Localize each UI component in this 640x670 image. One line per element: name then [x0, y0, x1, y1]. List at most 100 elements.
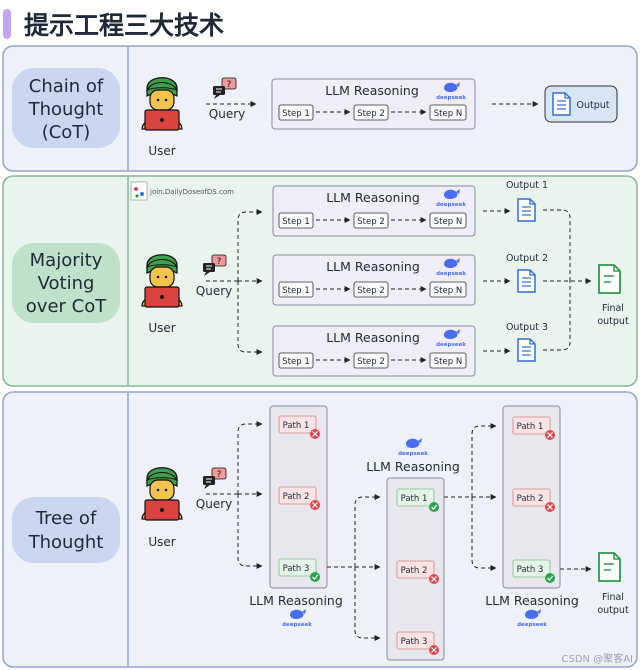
majority-2-step-n-label: Step N [434, 286, 462, 296]
section-majority: Majority Voting over CoT join.DailyDoseo… [2, 175, 638, 387]
tot-c2-path-2-label: Path 2 [401, 566, 428, 576]
majority-output-3-label: Output 3 [506, 322, 548, 333]
cot-llm-box [271, 78, 476, 130]
tot-c2-path-1 [396, 488, 435, 507]
cot-query-label: Query [209, 107, 245, 121]
majority-2-step-1 [278, 281, 314, 298]
check-icon [310, 572, 320, 582]
tot-c1-path-1-label: Path 1 [283, 421, 310, 431]
watermark-logo-icon [130, 181, 148, 201]
majority-1-step-1-label: Step 1 [282, 217, 309, 227]
majority-1-step-2-label: Step 2 [357, 217, 384, 227]
tot-c3-path-1-label: Path 1 [517, 422, 544, 432]
document-icon [517, 338, 536, 362]
tot-label-line-2: Thought [28, 532, 104, 553]
tot-query-label: Query [196, 497, 232, 511]
check-icon [545, 573, 555, 583]
tot-c2-path-3 [396, 631, 435, 650]
tot-c1-path-3 [278, 558, 317, 577]
majority-label-line-3: over CoT [26, 296, 107, 317]
tot-user-label: User [148, 535, 175, 549]
document-icon [517, 198, 536, 222]
tot-c3-path-3-label: Path 3 [517, 565, 544, 575]
majority-3-step-n [429, 352, 467, 369]
majority-query-label: Query [196, 284, 232, 298]
majority-llm-box-3: LLM Reasoning deepseek Step 1 Step 2 Ste… [272, 325, 476, 377]
tot-c1-path-1 [278, 415, 317, 434]
majority-3-step-n-label: Step N [434, 357, 462, 367]
majority-final-line-1: Final [602, 303, 624, 314]
majority-brand-3: deepseek [436, 342, 466, 348]
majority-llm-label-2: LLM Reasoning [326, 259, 420, 274]
tot-final-line-2: output [597, 605, 629, 616]
tot-label-pill [12, 497, 120, 563]
tot-llm-label-1: LLM Reasoning [249, 593, 343, 608]
tot-llm-label-2: LLM Reasoning [366, 459, 460, 474]
majority-3-step-1-label: Step 1 [282, 357, 309, 367]
tot-c3-path-1 [512, 416, 551, 435]
majority-brand-1: deepseek [436, 202, 466, 208]
majority-final-line-2: output [597, 316, 629, 327]
tot-c1-path-3-label: Path 3 [283, 564, 310, 574]
cot-step-n [429, 104, 467, 121]
majority-label-line-2: Voting [38, 273, 95, 294]
footer-credit: CSDN @聚客AI [562, 652, 633, 665]
tot-brand-2: deepseek [398, 451, 428, 457]
cot-llm-label: LLM Reasoning [325, 83, 419, 98]
majority-llm-box-1: LLM Reasoning deepseek Step 1 Step 2 Ste… [272, 185, 476, 237]
cot-label-line-2: Thought [28, 99, 104, 120]
tot-brand-3: deepseek [517, 622, 547, 628]
majority-1-step-1 [278, 212, 314, 229]
majority-llm-label-1: LLM Reasoning [326, 190, 420, 205]
cot-label-pill [12, 68, 120, 148]
majority-llm-box-2: LLM Reasoning deepseek Step 1 Step 2 Ste… [272, 254, 476, 306]
majority-1-step-n [429, 212, 467, 229]
cot-step-1-label: Step 1 [282, 109, 309, 119]
cot-label-line-1: Chain of [29, 76, 104, 97]
document-icon [552, 92, 571, 116]
tot-c2-path-2 [396, 560, 435, 579]
cot-step-2-label: Step 2 [357, 109, 384, 119]
tot-c1-path-2 [278, 486, 317, 505]
majority-3-step-2-label: Step 2 [357, 357, 384, 367]
final-output-icon [598, 552, 621, 582]
tot-c1-path-2-label: Path 2 [283, 492, 310, 502]
tot-c3-path-2 [512, 488, 551, 507]
title-accent-bar [3, 9, 11, 39]
tot-label-line-1: Tree of [35, 508, 97, 529]
majority-2-step-2 [353, 281, 389, 298]
cot-label-line-3: (CoT) [42, 122, 91, 143]
section-cot: Chain of Thought (CoT) User Query LLM Re… [2, 45, 638, 172]
majority-watermark: join.DailyDoseofDS.com [149, 188, 234, 196]
cot-output-label: Output [577, 100, 610, 111]
majority-3-step-2 [353, 352, 389, 369]
majority-user-label: User [148, 321, 175, 335]
majority-2-step-n [429, 281, 467, 298]
cot-user-label: User [148, 144, 175, 158]
cot-brand: deepseek [436, 95, 466, 101]
tot-c2-path-1-label: Path 1 [401, 494, 428, 504]
majority-3-step-1 [278, 352, 314, 369]
majority-label-pill [12, 243, 120, 323]
majority-1-step-2 [353, 212, 389, 229]
cot-step-1 [278, 104, 314, 121]
majority-brand-2: deepseek [436, 271, 466, 277]
tot-c2-path-3-label: Path 3 [401, 637, 428, 647]
majority-output-1-label: Output 1 [506, 180, 548, 191]
majority-1-step-n-label: Step N [434, 217, 462, 227]
cot-step-n-label: Step N [434, 109, 462, 119]
tot-c3-path-3 [512, 559, 551, 578]
cot-step-2 [353, 104, 389, 121]
final-output-icon [598, 264, 621, 294]
page-title: 提示工程三大技术 [24, 11, 224, 40]
section-tot: Tree of Thought User Query Path 1 Path 2… [2, 391, 638, 668]
tot-c3-path-2-label: Path 2 [517, 494, 544, 504]
tot-brand-1: deepseek [282, 622, 312, 628]
check-icon [429, 502, 439, 512]
tot-llm-label-3: LLM Reasoning [485, 593, 579, 608]
majority-2-step-1-label: Step 1 [282, 286, 309, 296]
tot-final-line-1: Final [602, 592, 624, 603]
majority-output-2-label: Output 2 [506, 253, 548, 264]
majority-label-line-1: Majority [30, 250, 103, 271]
